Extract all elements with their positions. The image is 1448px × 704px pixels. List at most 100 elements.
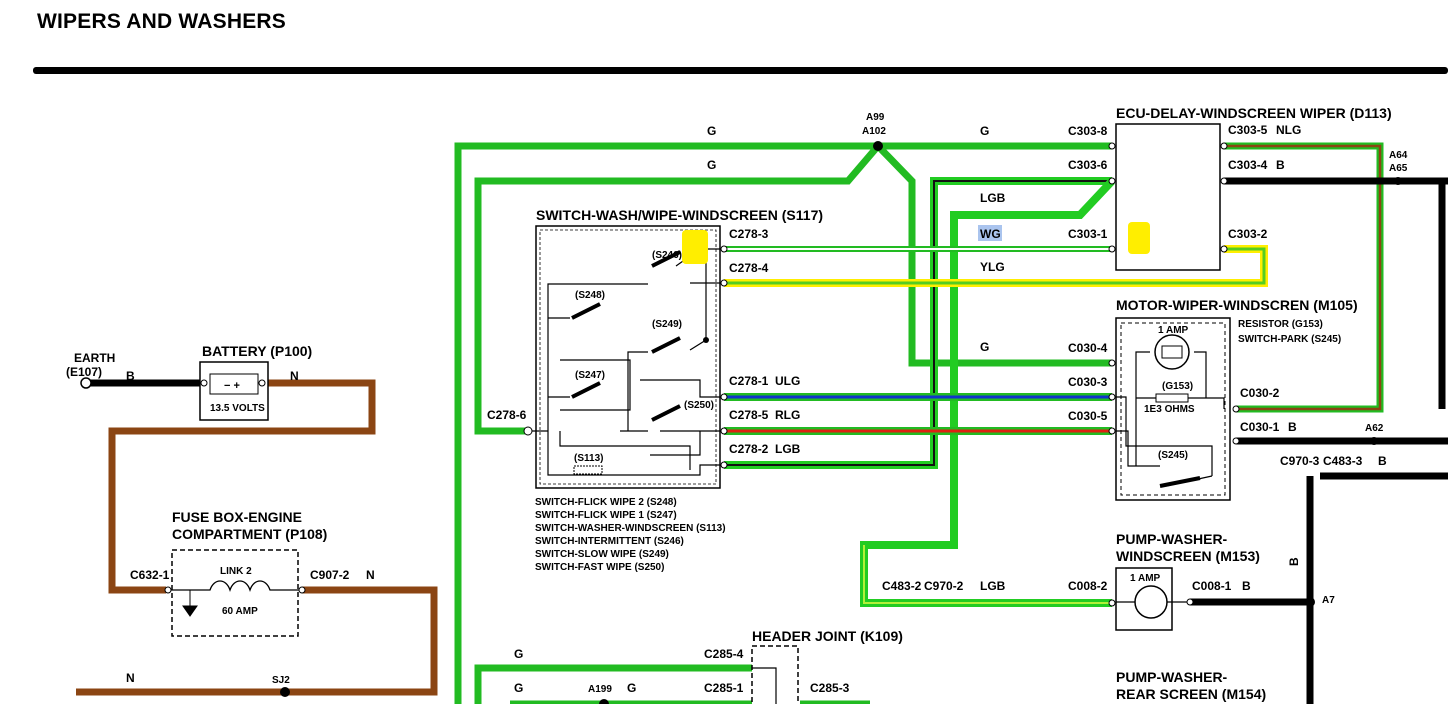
label-ulg: ULG: [775, 374, 800, 388]
label-c483-3: C483-3: [1323, 454, 1363, 468]
label-link2: LINK 2: [220, 566, 252, 577]
ecu-name: ECU-DELAY-WINDSCREEN WIPER (D113): [1116, 105, 1392, 121]
label-resistor: RESISTOR (G153): [1238, 319, 1323, 330]
label-c303-8: C303-8: [1068, 124, 1108, 138]
splice-sj2: [280, 687, 290, 697]
switch-park-s245: [1159, 476, 1201, 488]
label-c030-5: C030-5: [1068, 409, 1108, 423]
label-ylg: YLG: [980, 260, 1005, 274]
label-b-c483: B: [1378, 454, 1387, 468]
label-c278-2: C278-2: [729, 442, 769, 456]
resistor-g153: [1155, 393, 1189, 403]
header-joint-name: HEADER JOINT (K109): [752, 628, 903, 644]
label-battery-volts: 13.5 VOLTS: [210, 403, 265, 414]
pump-ws-line1: PUMP-WASHER-: [1116, 531, 1228, 547]
label-b-c030-1: B: [1288, 420, 1297, 434]
label-c278-5: C278-5: [729, 408, 769, 422]
label-c008-1: C008-1: [1192, 579, 1232, 593]
label-a65: A65: [1389, 163, 1408, 174]
label-c303-2: C303-2: [1228, 227, 1268, 241]
label-g-bot3: G: [627, 681, 636, 695]
motor-name: MOTOR-WIPER-WINDSCREN (M105): [1116, 297, 1358, 313]
label-c008-2: C008-2: [1068, 579, 1108, 593]
label-earth-1: EARTH: [74, 351, 115, 365]
splice-a64: [1394, 177, 1402, 185]
pump-rear-line2: REAR SCREEN (M154): [1116, 686, 1266, 702]
label-c278-4: C278-4: [729, 261, 769, 275]
wire-nlg-core: [1224, 144, 1382, 411]
label-c030-2: C030-2: [1240, 386, 1280, 400]
switch-s246: [651, 250, 681, 268]
switch-s113: [573, 465, 603, 475]
header-joint-box: [751, 645, 799, 704]
label-c970-2: C970-2: [924, 579, 964, 593]
label-n-batt: N: [290, 369, 299, 383]
label-wg: WG: [980, 227, 1001, 241]
switch-legend-5: SWITCH-FAST WIPE (S250): [535, 562, 664, 573]
label-c970-3: C970-3: [1280, 454, 1320, 468]
switch-s250: [651, 404, 681, 422]
label-s246: (S246): [652, 250, 682, 261]
wire-g-to-motor: [875, 143, 1112, 367]
switch-s249: [651, 336, 681, 354]
label-a102: A102: [862, 126, 886, 137]
label-a99: A99: [866, 112, 885, 123]
label-c278-6: C278-6: [487, 408, 527, 422]
label-lgb-top: LGB: [980, 191, 1006, 205]
label-sj2: SJ2: [272, 675, 290, 686]
label-g-bot2: G: [514, 681, 523, 695]
label-b-c303-4: B: [1276, 158, 1285, 172]
switch-highlight: [682, 230, 708, 264]
label-60amp: 60 AMP: [222, 606, 258, 617]
wire-n-battery: [108, 379, 376, 594]
splice-a7: [1305, 597, 1315, 607]
label-c030-1: C030-1: [1240, 420, 1280, 434]
label-c285-3: C285-3: [810, 681, 850, 695]
pump-ws-motor: [1134, 585, 1168, 619]
switch-legend-0: SWITCH-FLICK WIPE 2 (S248): [535, 497, 677, 508]
label-s245: (S245): [1158, 450, 1188, 461]
switch-s247: [571, 381, 601, 399]
label-a62: A62: [1365, 423, 1384, 434]
label-g-top: G: [707, 124, 716, 138]
wire-n-fuse: [76, 586, 438, 696]
svg-text:− +: − +: [224, 380, 240, 392]
label-a7: A7: [1322, 595, 1335, 606]
label-c278-3: C278-3: [729, 227, 769, 241]
wire-lgb-top-core: [724, 180, 1112, 466]
fusebox-line1: FUSE BOX-ENGINE: [172, 509, 302, 525]
splice-a199: [599, 699, 609, 704]
switch-legend-1: SWITCH-FLICK WIPE 1 (S247): [535, 510, 677, 521]
earth-symbol: [80, 377, 92, 389]
label-lgb-mid: LGB: [775, 442, 801, 456]
switch-s248: [571, 302, 601, 320]
fusebox-box: [171, 549, 299, 637]
label-c303-6: C303-6: [1068, 158, 1108, 172]
label-pump-amp: 1 AMP: [1130, 573, 1161, 584]
label-c303-4: C303-4: [1228, 158, 1268, 172]
label-ohms: 1E3 OHMS: [1144, 404, 1195, 415]
wire-g-outer: [454, 142, 1112, 704]
label-s113: (S113): [574, 453, 603, 464]
label-c632-1: C632-1: [130, 568, 170, 582]
label-rlg: RLG: [775, 408, 800, 422]
label-n-bottom: N: [126, 671, 135, 685]
label-n-fuse: N: [366, 568, 375, 582]
label-nlg: NLG: [1276, 123, 1301, 137]
wire-lgb-top: [724, 177, 1112, 469]
label-earth-2: (E107): [66, 365, 102, 379]
splice-a62: [1370, 437, 1378, 445]
fuse-link: [170, 580, 300, 593]
switch-legend-4: SWITCH-SLOW WIPE (S249): [535, 549, 669, 560]
label-g-top2: G: [707, 158, 716, 172]
label-switch-park: SWITCH-PARK (S245): [1238, 334, 1341, 345]
label-c907-2: C907-2: [310, 568, 350, 582]
wire-g-bottom1: [474, 664, 752, 704]
label-a64: A64: [1389, 150, 1408, 161]
title-rule: [33, 67, 1448, 74]
wire-nlg: [1224, 142, 1384, 413]
label-b-batt: B: [126, 369, 135, 383]
label-s249: (S249): [652, 319, 682, 330]
label-b-c008: B: [1242, 579, 1251, 593]
switch-legend-3: SWITCH-INTERMITTENT (S246): [535, 536, 684, 547]
